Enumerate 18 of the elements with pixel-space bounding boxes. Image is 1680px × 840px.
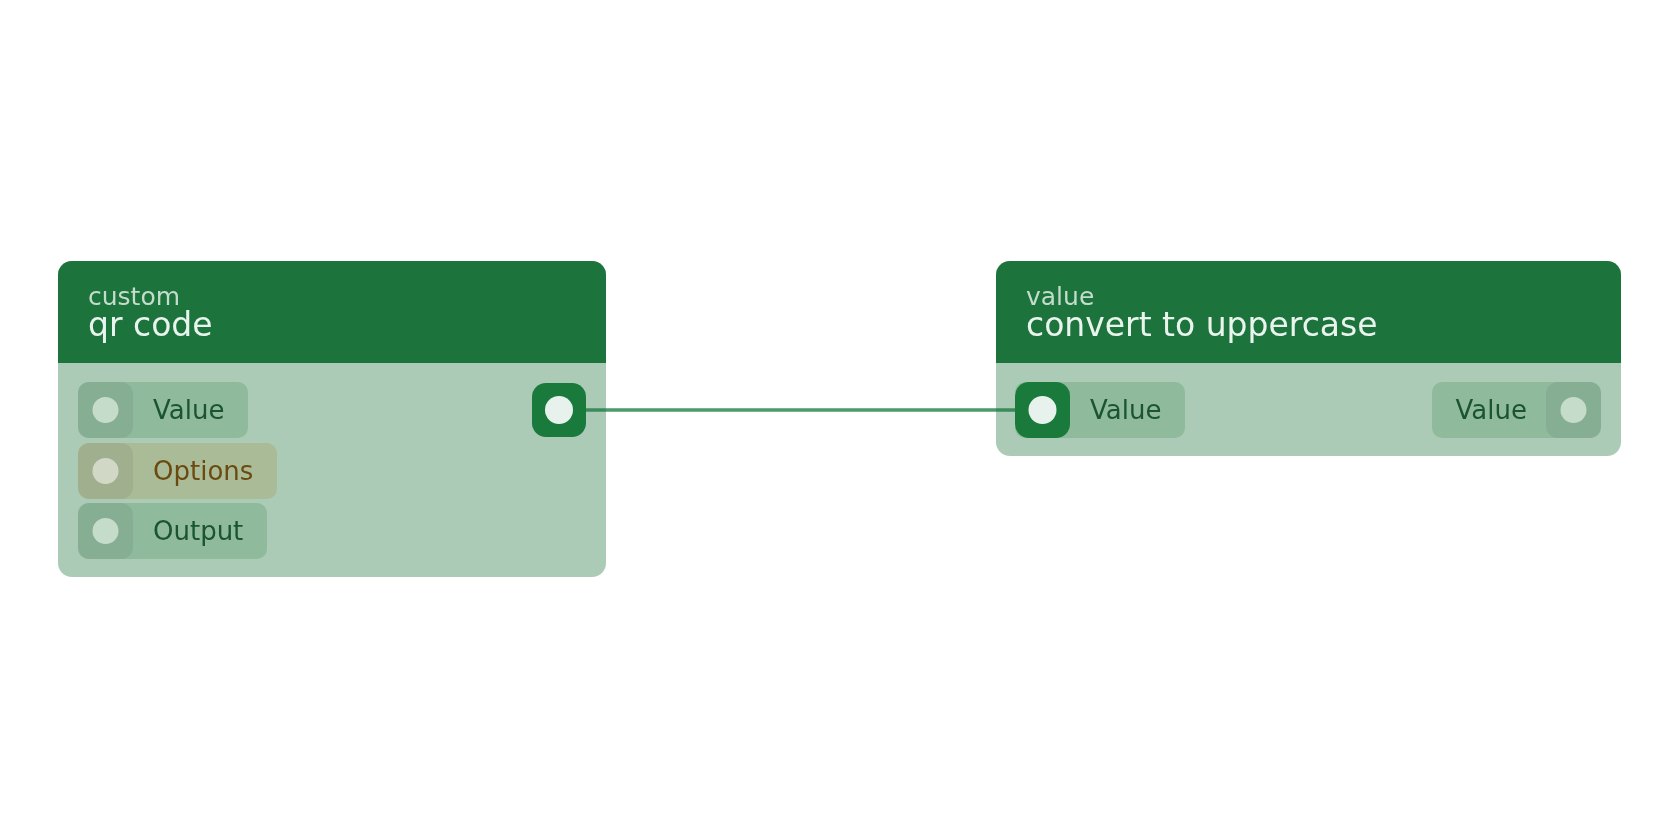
connector-line [586, 408, 1015, 412]
node-card [996, 261, 1621, 456]
port-pill [1431, 382, 1601, 438]
port-pill [1015, 382, 1186, 438]
node-title: qr code [88, 309, 213, 341]
port-pill [78, 443, 278, 499]
port-label: Value [1090, 394, 1162, 427]
node-category: custom [88, 286, 181, 308]
port-label: Output [153, 515, 244, 548]
port-label: Options [153, 455, 254, 488]
node-card [58, 261, 606, 577]
node-category: value [1026, 286, 1095, 308]
port-pill [78, 503, 268, 559]
port-pill [78, 382, 249, 438]
output-port-icon [532, 383, 586, 437]
port-label: Value [153, 394, 225, 427]
node-title: convert to uppercase [1026, 309, 1378, 341]
port-label: Value [1455, 394, 1527, 427]
